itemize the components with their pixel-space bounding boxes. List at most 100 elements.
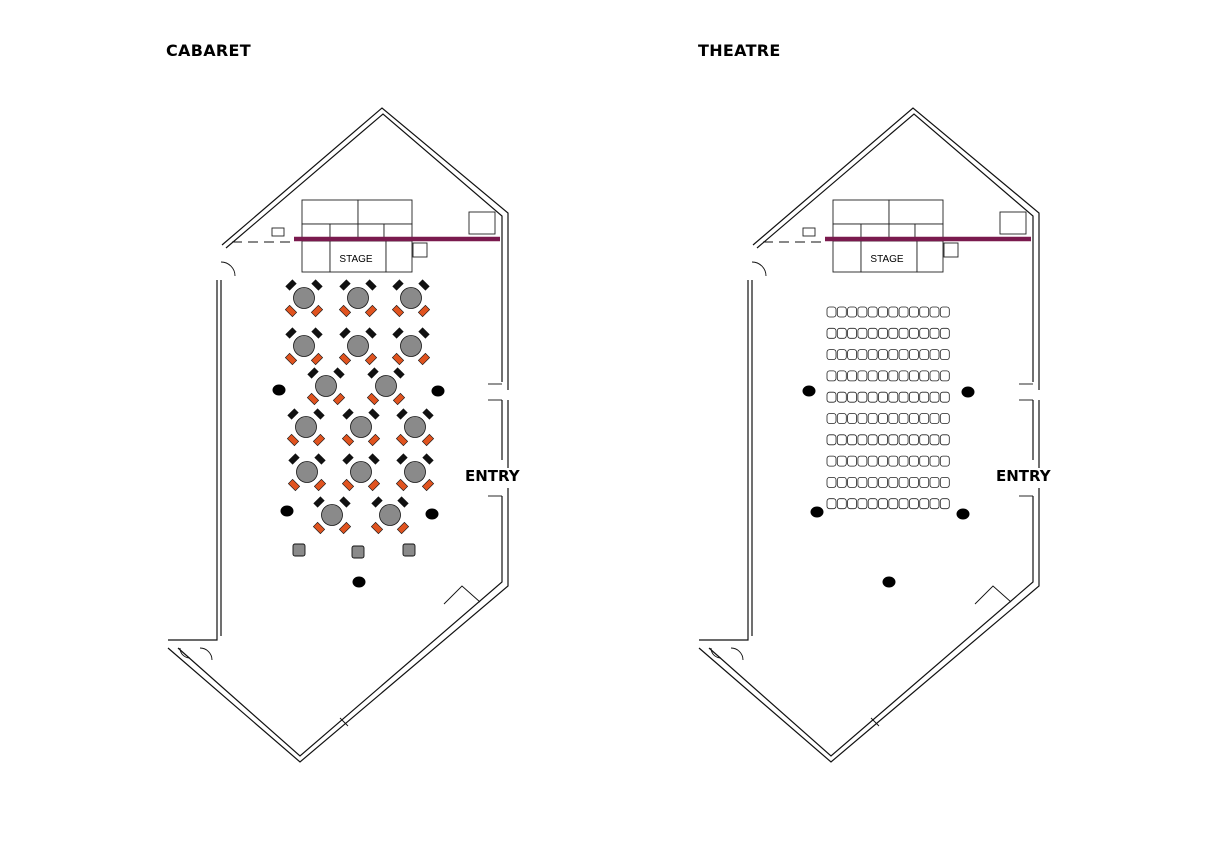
round-table xyxy=(395,408,435,447)
door-swing xyxy=(751,261,767,277)
theatre-seat xyxy=(898,413,909,424)
theatre-seat xyxy=(898,455,909,467)
chair xyxy=(285,327,297,339)
theatre-seat xyxy=(857,455,868,467)
chair xyxy=(338,304,352,318)
theatre-seat xyxy=(929,327,940,339)
chair xyxy=(287,478,301,492)
chair xyxy=(395,478,409,492)
wall-mark xyxy=(339,717,349,727)
chair xyxy=(396,408,408,420)
theatre-seat xyxy=(919,349,930,361)
theatre-seat xyxy=(867,434,878,446)
stage-block xyxy=(888,199,944,225)
chair xyxy=(310,304,324,318)
cupboard xyxy=(974,585,1012,605)
theatre-seat xyxy=(867,455,878,467)
theatre-seat xyxy=(898,476,909,488)
cocktail-table xyxy=(351,545,365,559)
chair xyxy=(393,367,405,379)
stage-label: STAGE xyxy=(870,254,903,265)
theatre-seat xyxy=(929,455,940,467)
chair xyxy=(332,392,346,406)
round-table xyxy=(366,367,406,406)
chair xyxy=(422,453,434,465)
cabinet xyxy=(802,227,816,237)
pillar xyxy=(961,386,975,398)
theatre-seat xyxy=(939,455,950,467)
theatre-seat xyxy=(857,434,868,446)
theatre-seat xyxy=(836,434,847,446)
theatre-seat xyxy=(857,349,868,361)
theatre-seat xyxy=(888,455,899,467)
theatre-seat xyxy=(908,391,919,403)
chair xyxy=(368,453,380,465)
theatre-title: THEATRE xyxy=(698,41,781,60)
chair xyxy=(285,279,297,291)
theatre-seat xyxy=(908,370,919,382)
theatre-seat xyxy=(908,476,919,488)
theatre-seat xyxy=(898,434,909,446)
chair xyxy=(367,433,381,447)
theatre-seat xyxy=(888,306,899,318)
chair xyxy=(364,352,378,366)
theatre-seat xyxy=(836,370,847,382)
theatre-seat xyxy=(939,476,950,488)
cabaret-title: CABARET xyxy=(166,41,251,60)
chair xyxy=(391,304,405,318)
table-top xyxy=(350,416,372,438)
chair xyxy=(392,327,404,339)
theatre-seat xyxy=(847,434,858,446)
chair xyxy=(286,433,300,447)
round-table xyxy=(341,408,381,447)
entry-label: ENTRY xyxy=(996,467,1052,485)
chair xyxy=(310,352,324,366)
theatre-seat xyxy=(929,498,940,510)
chair xyxy=(421,433,435,447)
theatre-seat xyxy=(888,413,899,424)
theatre-seat xyxy=(878,498,888,510)
theatre-seat xyxy=(867,476,878,488)
theatre-seat xyxy=(878,413,888,424)
room-wall xyxy=(699,280,749,641)
chair xyxy=(284,304,298,318)
theatre-seat xyxy=(847,476,858,488)
room-wall xyxy=(752,107,1040,390)
stage-block xyxy=(301,240,331,273)
chair xyxy=(287,408,299,420)
theatre-seat xyxy=(878,455,888,467)
table-top xyxy=(404,461,426,483)
theatre-seat xyxy=(826,434,837,446)
door-swing xyxy=(220,261,236,277)
round-table xyxy=(395,453,435,492)
chair xyxy=(307,367,319,379)
theatre-seat xyxy=(826,370,837,382)
pillar xyxy=(280,505,294,517)
theatre-seat xyxy=(929,476,940,488)
theatre-seat xyxy=(878,327,888,339)
theatre-seat xyxy=(888,349,899,361)
table-top xyxy=(404,416,426,438)
theatre-seat xyxy=(847,349,858,361)
room-wall xyxy=(708,496,1034,757)
theatre-seat xyxy=(857,476,868,488)
theatre-seat xyxy=(898,349,909,361)
stage-block xyxy=(832,199,890,225)
theatre-seat xyxy=(929,349,940,361)
chair xyxy=(422,408,434,420)
pillar xyxy=(810,506,824,518)
theatre-seat xyxy=(836,498,847,510)
theatre-seat xyxy=(847,327,858,339)
chair xyxy=(395,433,409,447)
theatre-seat xyxy=(826,391,837,403)
theatre-seat xyxy=(878,370,888,382)
round-table xyxy=(306,367,346,406)
chair xyxy=(284,352,298,366)
chair xyxy=(333,367,345,379)
theatre-seat xyxy=(878,349,888,361)
chair xyxy=(421,478,435,492)
chair xyxy=(342,408,354,420)
table-top xyxy=(400,335,422,357)
chair xyxy=(338,521,352,535)
stage-step xyxy=(943,242,959,258)
